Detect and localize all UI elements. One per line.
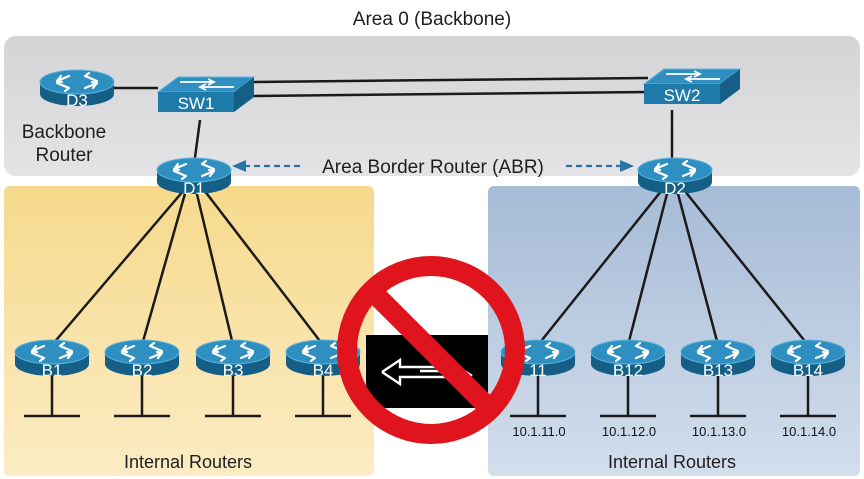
router-b1: B1 bbox=[13, 338, 91, 380]
router-b12: B12 bbox=[589, 338, 667, 380]
abr-arrows bbox=[232, 160, 634, 172]
router-b3-label: B3 bbox=[223, 361, 244, 380]
switch-sw2: SW2 bbox=[643, 68, 741, 105]
backbone-router-label-line1: Backbone bbox=[22, 122, 107, 143]
router-b11: 11 bbox=[499, 338, 577, 380]
backbone-router-label-line2: Router bbox=[35, 145, 93, 166]
router-b4-label: B4 bbox=[313, 361, 334, 380]
router-b2: B2 bbox=[103, 338, 181, 380]
switch-sw1-label: SW1 bbox=[178, 94, 215, 113]
router-d1: D1 bbox=[155, 156, 233, 198]
lan-stubs bbox=[24, 375, 836, 418]
router-b2-label: B2 bbox=[132, 361, 153, 380]
router-d2: D2 bbox=[636, 156, 714, 198]
router-b14: B14 bbox=[769, 338, 847, 380]
left-area bbox=[4, 186, 374, 476]
router-b1-label: B1 bbox=[42, 361, 63, 380]
backbone-area bbox=[4, 36, 860, 176]
right-area bbox=[488, 186, 860, 476]
router-b4: B4 bbox=[284, 338, 362, 380]
router-b13-label: B13 bbox=[703, 361, 733, 380]
router-b11-label: 11 bbox=[529, 361, 547, 380]
network-label-10-1-14-0: 10.1.14.0 bbox=[782, 424, 836, 439]
abr-label: Area Border Router (ABR) bbox=[322, 157, 544, 178]
router-d2-label: D2 bbox=[664, 179, 686, 198]
backbone-title: Area 0 (Backbone) bbox=[353, 9, 511, 30]
right-area-label: Internal Routers bbox=[608, 452, 736, 472]
network-label-10-1-11-0: 10.1.11.0 bbox=[512, 424, 565, 439]
router-d1-label: D1 bbox=[183, 179, 205, 198]
router-d3: D3 bbox=[38, 68, 116, 110]
router-b12-label: B12 bbox=[613, 361, 643, 380]
router-b13: B13 bbox=[679, 338, 757, 380]
router-d3-label: D3 bbox=[66, 91, 88, 110]
router-b14-label: B14 bbox=[793, 361, 823, 380]
links bbox=[51, 76, 809, 346]
switch-sw2-label: SW2 bbox=[664, 86, 701, 105]
no-sign-icon bbox=[337, 256, 525, 444]
network-label-10-1-12-0: 10.1.12.0 bbox=[602, 424, 656, 439]
left-area-label: Internal Routers bbox=[124, 452, 252, 472]
router-b3: B3 bbox=[194, 338, 272, 380]
switch-sw1: SW1 bbox=[157, 76, 255, 113]
network-label-10-1-13-0: 10.1.13.0 bbox=[692, 424, 746, 439]
